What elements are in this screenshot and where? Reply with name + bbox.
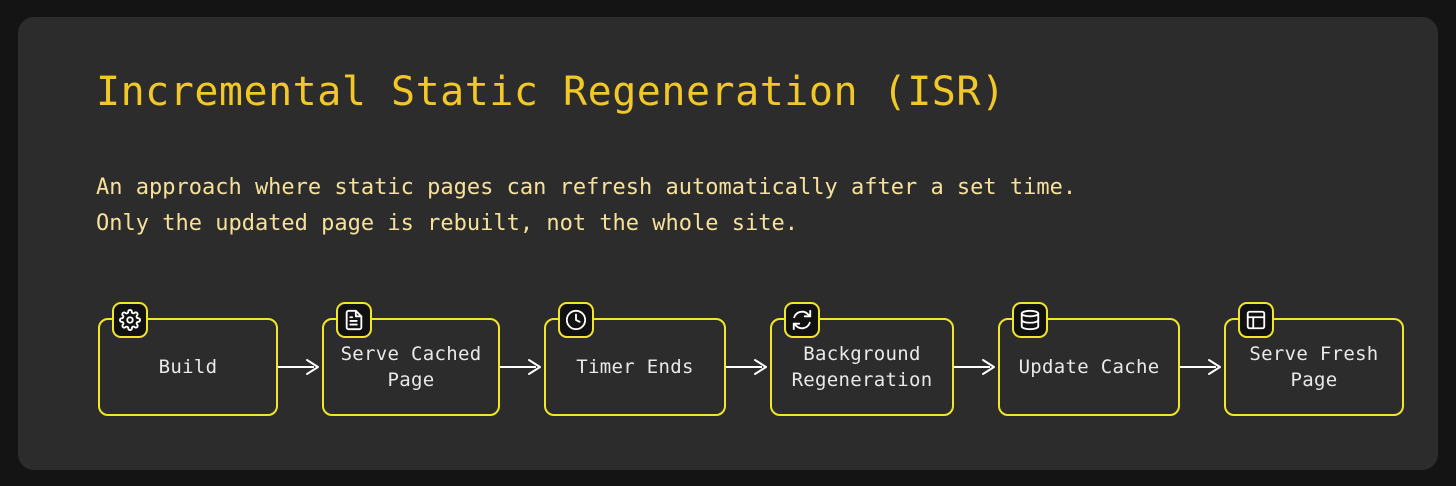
document-icon (336, 302, 372, 338)
flow-node-timer-ends[interactable]: Timer Ends (544, 302, 726, 416)
flow-node-background-regeneration[interactable]: Background Regeneration (770, 302, 954, 416)
page-description: An approach where static pages can refre… (96, 175, 1077, 236)
isr-flow-diagram: Build Serv (98, 302, 1408, 432)
flow-node-serve-cached-page[interactable]: Serve Cached Page (322, 302, 500, 416)
diagram-card: Incremental Static Regeneration (ISR) An… (18, 17, 1438, 470)
flow-arrow (954, 355, 998, 379)
flow-node-serve-fresh-page[interactable]: Serve Fresh Page (1224, 302, 1404, 416)
flow-arrow (1180, 355, 1224, 379)
flow-arrow (500, 355, 544, 379)
flow-arrow (726, 355, 770, 379)
flow-node-update-cache[interactable]: Update Cache (998, 302, 1180, 416)
flow-node-build[interactable]: Build (98, 302, 278, 416)
flow-node-label: Serve Fresh Page (1249, 343, 1379, 391)
database-icon (1012, 302, 1048, 338)
layout-icon (1238, 302, 1274, 338)
flow-node-label: Build (158, 356, 218, 378)
page-title: Incremental Static Regeneration (ISR) (96, 69, 1006, 115)
flow-node-label: Serve Cached Page (340, 343, 482, 391)
gear-icon (112, 302, 148, 338)
flow-node-label: Update Cache (1018, 356, 1160, 378)
flow-node-label: Background Regeneration (791, 343, 933, 391)
flow-arrow (278, 355, 322, 379)
clock-icon (558, 302, 594, 338)
refresh-icon (784, 302, 820, 338)
flow-node-label: Timer Ends (576, 356, 694, 378)
